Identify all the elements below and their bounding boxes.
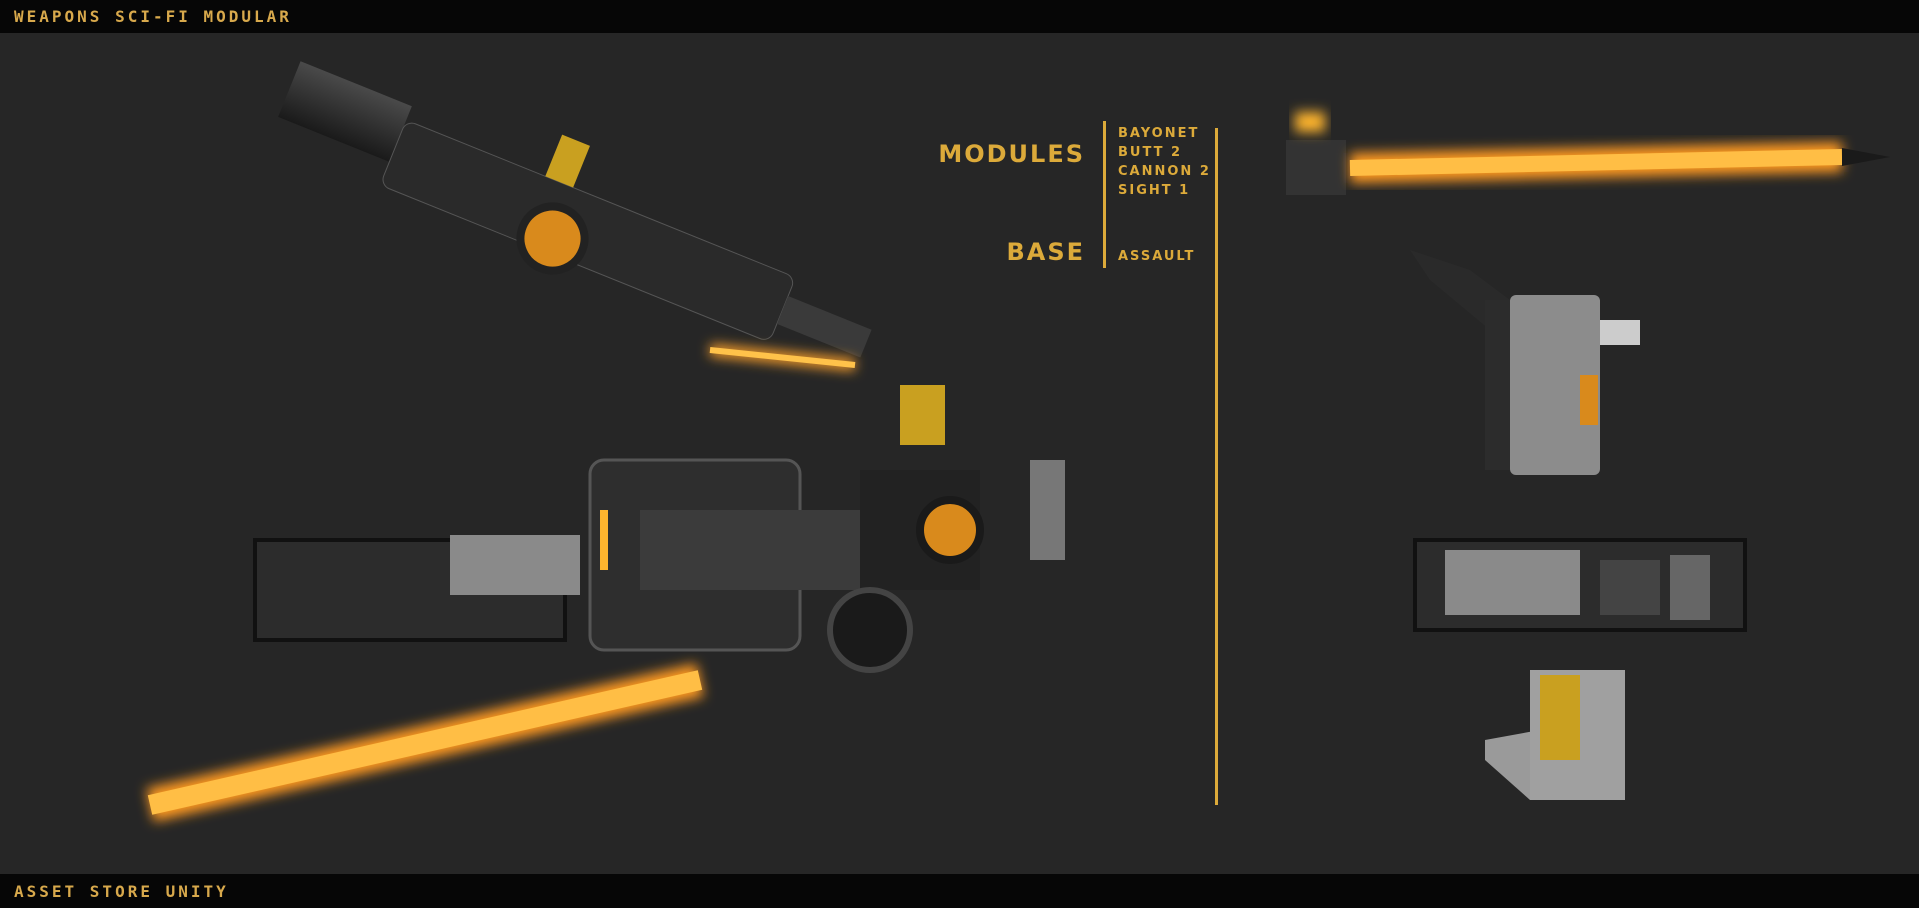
butt-module [1410,250,1640,475]
module-item: Sight 1 [1118,183,1191,198]
bayonet-module [1286,112,1890,195]
assembled-rifle-main [253,385,1065,673]
divider-right [1215,128,1218,805]
base-value: Assault [1118,249,1196,264]
cannon-module [1413,538,1747,632]
page-title: Weapons Sci-Fi Modular [14,7,292,26]
module-item: Butt 2 [1118,145,1183,160]
sight-module [1485,670,1625,800]
assembled-rifle-top [278,61,872,358]
module-item: Bayonet [1118,126,1200,141]
base-heading: Base [1006,238,1085,266]
title-bar: Weapons Sci-Fi Modular [0,0,1919,33]
footer-text: Asset Store Unity [14,882,229,901]
modules-heading: Modules [938,140,1085,168]
divider-left [1103,121,1106,268]
modules-list: Bayonet Butt 2 Cannon 2 Sight 1 [1118,124,1211,200]
module-item: Cannon 2 [1118,164,1211,179]
footer-bar: Asset Store Unity [0,874,1919,908]
